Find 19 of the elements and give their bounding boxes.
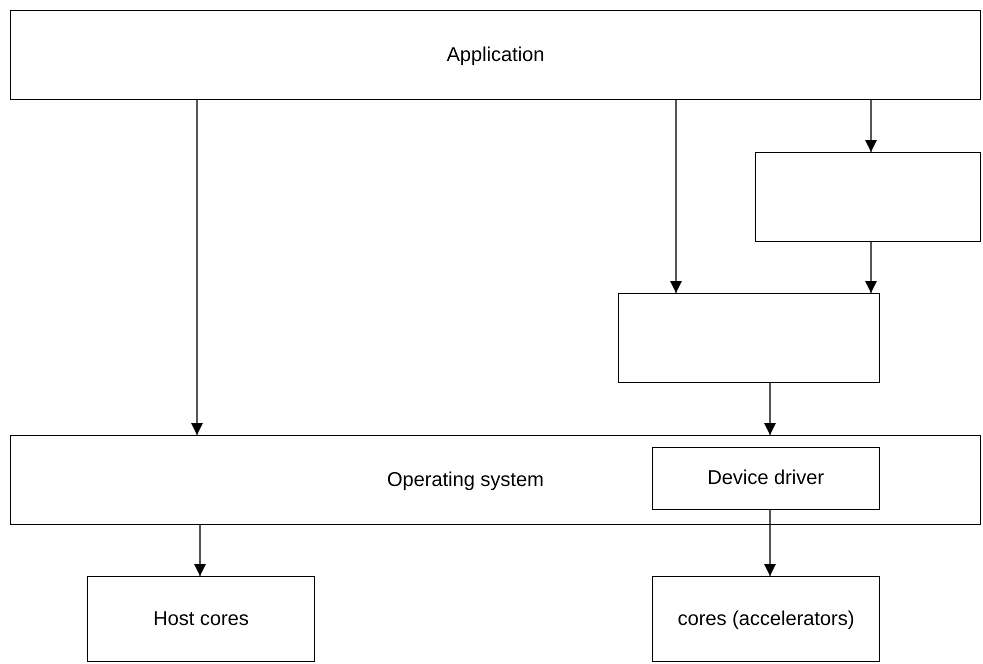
- box-label: cores (accelerators): [678, 607, 854, 631]
- arrow: [670, 100, 682, 293]
- process-box: [618, 293, 880, 383]
- process-box: [87, 576, 315, 662]
- arrow: [194, 525, 206, 576]
- process-box: [10, 10, 981, 100]
- box-label: Application: [446, 43, 544, 67]
- process-box: [652, 576, 880, 662]
- arrow: [865, 242, 877, 293]
- box-label: Operating system: [387, 468, 544, 492]
- arrow: [191, 100, 203, 435]
- box-label: Device driver: [707, 466, 824, 490]
- process-box: [652, 446, 880, 510]
- process-box: [755, 152, 981, 242]
- arrow: [865, 100, 877, 152]
- process-box: [10, 435, 981, 525]
- box-label: Host cores: [153, 607, 249, 631]
- arrow: [764, 510, 776, 576]
- arrow: [764, 383, 776, 435]
